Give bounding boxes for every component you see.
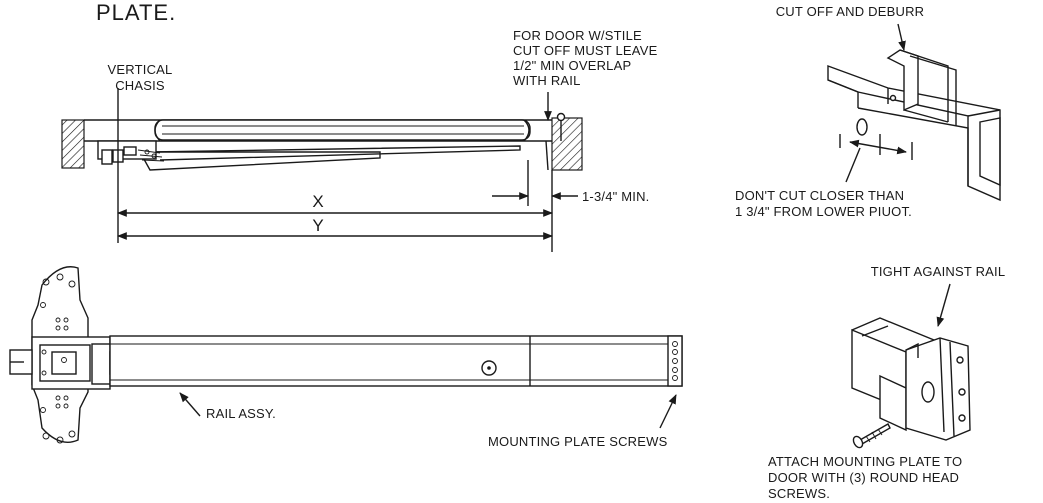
cut-off-detail: CUT OFF AND DEBURR DON'T CUT CLOSER THAN…: [735, 4, 1001, 219]
stile-note-line1: FOR DOOR W/STILE: [513, 28, 642, 43]
vertical-chasis-label-line1: VERTICAL: [108, 62, 173, 77]
top-rail-tube: [154, 119, 531, 141]
attach-note-line1: ATTACH MOUNTING PLATE TO: [768, 454, 962, 469]
min-dimension-label: 1-3/4" MIN.: [582, 189, 650, 204]
cut-off-title: CUT OFF AND DEBURR: [776, 4, 925, 19]
mounting-plate-detail: TIGHT AGAINST RAIL ATTACH MOUNTING PLATE…: [768, 264, 1005, 501]
vertical-chasis-label-line2: CHASIS: [115, 78, 165, 93]
cut-note-line2: 1 3/4" FROM LOWER PIUOT.: [735, 204, 912, 219]
stile-note-line4: WITH RAIL: [513, 73, 581, 88]
attach-note-line2: DOOR WITH (3) ROUND HEAD: [768, 470, 959, 485]
dimension-x-label: X: [312, 192, 323, 211]
rail-tube: [109, 335, 683, 387]
cut-note-line1: DON'T CUT CLOSER THAN: [735, 188, 904, 203]
rail-assembly-view: RAIL ASSY. MOUNTING PLATE SCREWS: [9, 266, 683, 449]
header-partial-text: PLATE.: [96, 0, 176, 25]
attach-note-line3: SCREWS.: [768, 486, 830, 501]
dimension-y-label: Y: [312, 216, 323, 235]
rail-assy-label: RAIL ASSY.: [206, 406, 276, 421]
stile-note-line3: 1/2" MIN OVERLAP: [513, 58, 631, 73]
stile-note-line2: CUT OFF MUST LEAVE: [513, 43, 658, 58]
right-door-jamb: [551, 117, 583, 171]
left-door-jamb: [61, 119, 85, 169]
tight-against-rail-label: TIGHT AGAINST RAIL: [871, 264, 1006, 279]
mounting-plate-screws-label: MOUNTING PLATE SCREWS: [488, 434, 668, 449]
rail-end-plate: [667, 335, 683, 387]
top-view: VERTICAL CHASIS FOR DOOR W/STILE CUT OFF…: [61, 28, 658, 252]
